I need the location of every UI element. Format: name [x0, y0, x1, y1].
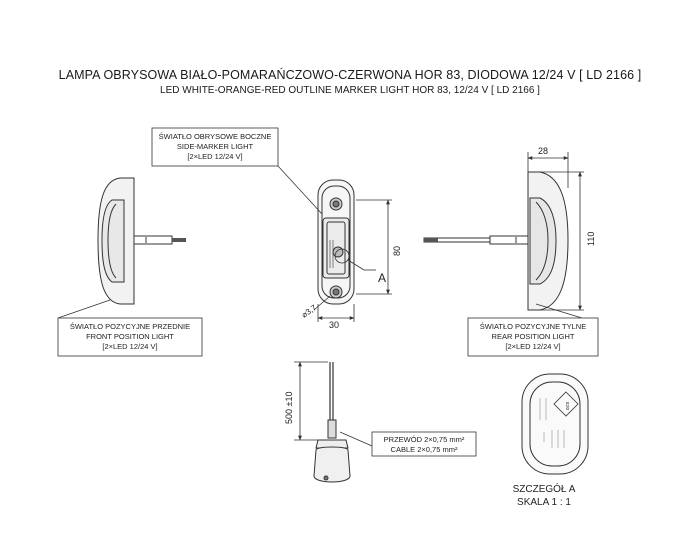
cable-length-label: 500 ±10 — [284, 392, 294, 424]
width-dimension — [317, 304, 355, 322]
rear-position-en: REAR POSITION LIGHT — [492, 332, 575, 341]
left-side-view — [57, 177, 186, 319]
front-position-pl: ŚWIATŁO POZYCYJNE PRZEDNIE — [70, 322, 190, 331]
front-position-spec: [2×LED 12/24 V] — [102, 342, 157, 351]
detail-scale: SKALA 1 : 1 — [517, 497, 571, 508]
height-label: 80 — [392, 246, 402, 256]
front-view — [277, 165, 365, 311]
height-dimension — [356, 199, 392, 295]
drawing-title: LAMPA OBRYSOWA BIAŁO-POMARAŃCZOWO-CZERWO… — [58, 68, 642, 82]
side-marker-callout: ŚWIATŁO OBRYSOWE BOCZNE SIDE-MARKER LIGH… — [151, 127, 279, 167]
width-label: 30 — [329, 320, 339, 330]
cable-callout: PRZEWÓD 2×0,75 mm² CABLE 2×0,75 mm² — [371, 431, 477, 457]
rear-position-pl: ŚWIATŁO POZYCYJNE TYLNE — [480, 322, 586, 331]
right-side-view — [423, 171, 583, 319]
svg-text:E20: E20 — [565, 402, 570, 411]
side-marker-pl: ŚWIATŁO OBRYSOWE BOCZNE — [159, 132, 272, 141]
cable-length-dimension — [294, 361, 328, 441]
detail-a-view: E20 — [521, 373, 589, 475]
length-label: 110 — [586, 232, 596, 246]
side-marker-spec: [2×LED 12/24 V] — [187, 152, 242, 161]
cable-pl: PRZEWÓD 2×0,75 mm² — [384, 435, 465, 444]
hole-diameter-label: ⌀3,7 — [300, 303, 319, 320]
cable-view — [313, 362, 373, 483]
rear-position-spec: [2×LED 12/24 V] — [505, 342, 560, 351]
depth-dimension — [527, 152, 569, 188]
detail-marker-a: A — [378, 271, 386, 285]
front-position-callout: ŚWIATŁO POZYCYJNE PRZEDNIE FRONT POSITIO… — [57, 317, 203, 357]
detail-caption: SZCZEGÓŁ A — [513, 482, 576, 495]
rear-position-callout: ŚWIATŁO POZYCYJNE TYLNE REAR POSITION LI… — [467, 317, 599, 357]
front-position-en: FRONT POSITION LIGHT — [86, 332, 174, 341]
cable-en: CABLE 2×0,75 mm² — [391, 445, 458, 454]
length-dimension — [540, 171, 584, 311]
drawing-subtitle: LED WHITE-ORANGE-RED OUTLINE MARKER LIGH… — [160, 85, 540, 96]
depth-label: 28 — [538, 146, 548, 156]
side-marker-en: SIDE-MARKER LIGHT — [177, 142, 254, 151]
